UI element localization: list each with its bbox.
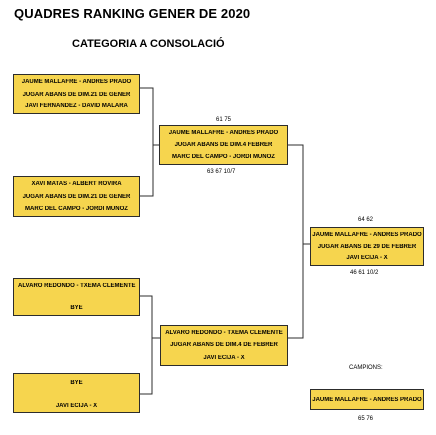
final-box: JAUME MALLAFRE - ANDRÉS PRADO JUGAR ABAN… [310, 227, 424, 266]
final-deadline: JUGAR ABANS DE 29 DE FEBRER [317, 244, 417, 250]
round1-match1-deadline: JUGAR ABANS DE DIM.21 DE GENER [22, 92, 131, 98]
semi-bottom-team-a: ALVARO REDONDO - TXEMA CLEMENTE [165, 330, 283, 336]
champion-name: JAUME MALLAFRE - ANDRÉS PRADO [312, 397, 422, 403]
round1-match3-team-a: ALVARO REDONDO - TXEMA CLEMENTE [18, 283, 136, 289]
semi-top-deadline: JUGAR ABANS DE DIM.4 FEBRER [174, 142, 273, 148]
round1-match2-deadline: JUGAR ABANS DE DIM.21 DE GENER [22, 194, 131, 200]
semi-bottom-team-b: JAVI ECIJA - X [203, 355, 245, 361]
round1-match4-team-b: JAVI ECIJA - X [55, 403, 98, 409]
semi-top-score-above: 61 75 [216, 117, 232, 123]
semi-top-score-below: 63 67 10/7 [207, 169, 236, 175]
final-team-b: JAVI ECIJA - X [346, 255, 388, 261]
round1-match2-team-a: XAVI MATAS - ALBERT ROVIRA [31, 181, 122, 187]
champion-box: JAUME MALLAFRE - ANDRÉS PRADO [310, 389, 424, 410]
round1-match1-team-b: JAVI FERNANDEZ - DAVID MALARA [25, 103, 128, 109]
final-score-below: 46 61 10/2 [350, 270, 379, 276]
category-title: CATEGORIA A CONSOLACIÓ [72, 38, 225, 50]
semi-top-box: JAUME MALLAFRE - ANDRÉS PRADO JUGAR ABAN… [159, 125, 288, 165]
round1-match3-box: ALVARO REDONDO - TXEMA CLEMENTE BYE [13, 278, 140, 316]
champion-label: CAMPIONS: [349, 365, 383, 371]
round1-match4-team-a: BYE [70, 380, 83, 386]
final-team-a: JAUME MALLAFRE - ANDRÉS PRADO [312, 232, 422, 238]
round1-match2-team-b: MARC DEL CAMPO - JORDI MUÑOZ [25, 206, 128, 212]
round1-match4-box: BYE JAVI ECIJA - X [13, 373, 140, 413]
page-title: QUADRES RANKING GENER DE 2020 [14, 6, 251, 21]
semi-bottom-deadline: JUGAR ABANS DE DIM.4 DE FEBRER [170, 342, 278, 348]
round1-match1-box: JAUME MALLAFRE - ANDRÉS PRADO JUGAR ABAN… [13, 74, 140, 114]
round1-match3-team-b: BYE [70, 305, 83, 311]
round1-match2-box: XAVI MATAS - ALBERT ROVIRA JUGAR ABANS D… [13, 176, 140, 217]
final-score-above: 64 62 [358, 217, 374, 223]
semi-top-team-b: MARC DEL CAMPO - JORDI MUÑOZ [172, 154, 275, 160]
champion-score: 65 76 [358, 416, 374, 422]
semi-top-team-a: JAUME MALLAFRE - ANDRÉS PRADO [168, 130, 279, 136]
round1-match1-team-a: JAUME MALLAFRE - ANDRÉS PRADO [21, 79, 132, 85]
semi-bottom-box: ALVARO REDONDO - TXEMA CLEMENTE JUGAR AB… [160, 325, 288, 366]
